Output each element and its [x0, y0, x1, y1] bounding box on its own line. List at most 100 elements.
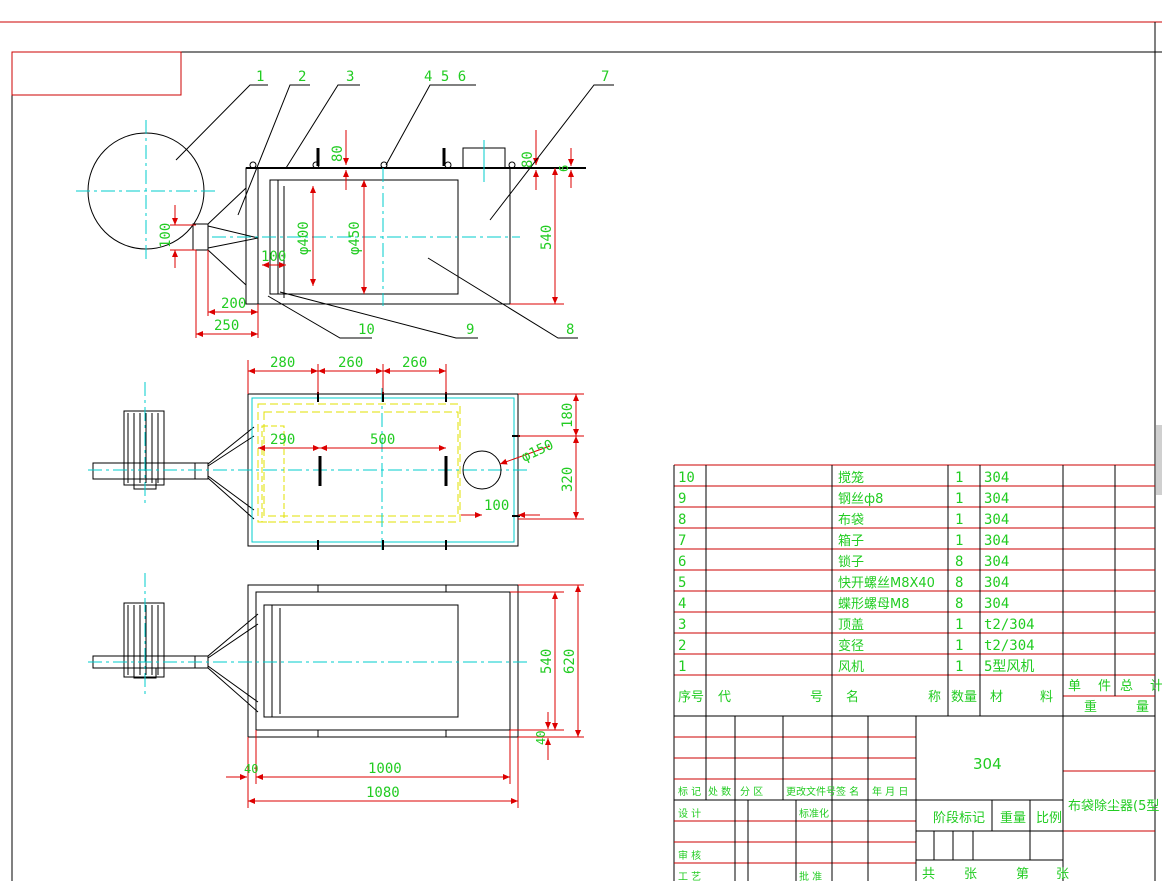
bom-header-total: 总	[1120, 679, 1133, 694]
bom-row-qty: 1	[955, 533, 963, 549]
row-approve: 批 准	[799, 870, 822, 881]
bom-header-weight-b: 量	[1136, 700, 1149, 715]
bom-row-material: t2/304	[984, 617, 1035, 633]
bom-row-name: 变径	[838, 638, 864, 654]
revision-label: 签 名	[836, 785, 859, 798]
front-view: 540 620 40 40 1000 1080	[88, 573, 584, 808]
bom-row-qty: 1	[955, 491, 963, 507]
bom-row-no: 2	[678, 638, 686, 654]
bom-header-material-a: 材	[990, 690, 1003, 705]
bom-row-qty: 8	[955, 575, 963, 591]
bom-row-qty: 8	[955, 554, 963, 570]
bom-row-name: 风机	[838, 660, 864, 675]
vertical-scrollbar-thumb[interactable]	[1156, 425, 1162, 495]
revision-label: 分 区	[740, 786, 763, 798]
bom-row-name: 顶盖	[838, 618, 864, 633]
row-craft: 工 艺	[678, 871, 701, 881]
dim-80-left: 80	[330, 145, 346, 162]
bom-row-no: 5	[678, 575, 686, 591]
bom-row-material: 304	[984, 596, 1009, 612]
bom-header-piece: 件	[1098, 679, 1111, 694]
bom-row-qty: 1	[955, 470, 963, 486]
bom-row-material: 304	[984, 533, 1009, 549]
dim-1080: 1080	[366, 785, 400, 801]
bom-row-name: 搅笼	[838, 470, 864, 486]
dim-40-vertical: 40	[534, 731, 548, 745]
bom-header-name-a: 名	[846, 689, 859, 705]
callout-9: 9	[466, 322, 474, 338]
dim-540-front: 540	[539, 649, 555, 674]
stage-mark-label: 阶段标记	[933, 811, 985, 826]
title-block: 标 记处 数分 区 更改文件号签 名年 月 日 设 计 标准化 审 核 工 艺 批…	[674, 716, 1159, 881]
bom-row-qty: 1	[955, 638, 963, 654]
dim-260-b: 260	[402, 355, 427, 371]
bom-row-no: 1	[678, 659, 686, 675]
bom-row-material: t2/304	[984, 638, 1035, 654]
dim-100-top: 100	[484, 498, 509, 514]
dim-200: 200	[221, 296, 246, 312]
bom-row-name: 蝶形螺母M8	[838, 597, 910, 612]
dim-phi450: φ450	[347, 221, 363, 255]
bom-header-calc: 计	[1150, 679, 1162, 694]
row-standard: 标准化	[799, 807, 829, 820]
bom-row-no: 6	[678, 554, 686, 570]
bom-row-name: 锁子	[838, 554, 864, 570]
row-review: 审 核	[678, 849, 701, 862]
bill-of-materials: 10 搅笼 1 304 9 钢丝ф8 1 304 8 布袋 1 304 7 箱子 1 304 6 锁子 8 304 5 快…	[673, 464, 1162, 881]
bom-row-name: 钢丝ф8	[838, 492, 883, 507]
bom-row-qty: 1	[955, 617, 963, 633]
callout-7: 7	[601, 69, 609, 85]
bom-row-no: 7	[678, 533, 686, 549]
dim-250: 250	[214, 318, 239, 334]
drawing-frame	[0, 21, 1162, 881]
dim-80-right: 80	[520, 151, 536, 168]
bom-header-material-b: 料	[1040, 690, 1053, 705]
bom-row-material: 5型风机	[984, 659, 1034, 675]
bom-row-qty: 1	[955, 512, 963, 528]
dim-290: 290	[270, 432, 295, 448]
revision-label: 处 数	[708, 785, 731, 798]
dim-180: 180	[560, 403, 576, 428]
row-design: 设 计	[678, 807, 701, 820]
dim-260-a: 260	[338, 355, 363, 371]
bom-row-material: 304	[984, 491, 1009, 507]
bom-row-qty: 1	[955, 659, 963, 675]
bom-header-code-a: 代	[718, 690, 731, 705]
sheet-no-label: 第	[1016, 867, 1029, 881]
dim-100-vertical: 100	[158, 223, 174, 248]
dim-phi150: φ150	[519, 437, 556, 466]
bom-row-no: 9	[678, 491, 686, 507]
dim-620: 620	[562, 649, 578, 674]
bom-row-no: 10	[678, 470, 695, 486]
bom-header-code-b: 号	[810, 690, 823, 705]
sheet-unit-label: 张	[1056, 867, 1069, 881]
dim-540-side: 540	[539, 225, 555, 250]
bom-row-no: 4	[678, 596, 686, 612]
dim-phi400: φ400	[296, 221, 312, 255]
revision-label: 年 月 日	[872, 785, 908, 798]
callout-2: 2	[298, 69, 306, 85]
bom-row-name: 快开螺丝M8X40	[838, 576, 935, 591]
bom-header-no: 序号	[678, 690, 704, 705]
callout-10: 10	[358, 322, 375, 338]
dim-40-horizontal: 40	[244, 762, 258, 776]
bom-row-name: 箱子	[838, 533, 864, 549]
callout-4-5-6: 4 5 6	[424, 69, 466, 85]
bom-row-material: 304	[984, 512, 1009, 528]
drawing-title: 布袋除尘器(5型	[1068, 799, 1159, 814]
dim-6: 6	[557, 165, 571, 172]
bom-header-single: 单	[1068, 679, 1081, 694]
bom-row-qty: 8	[955, 596, 963, 612]
side-view: 1 2 3 4 5 6 7 8 9 10 80 80 6 100 100 φ40…	[76, 69, 614, 339]
title-block-material: 304	[973, 755, 1002, 773]
dim-1000: 1000	[368, 761, 402, 777]
revision-label: 标 记	[678, 786, 701, 798]
callout-1: 1	[256, 69, 264, 85]
bom-header-qty: 数量	[951, 690, 977, 705]
bom-row-no: 8	[678, 512, 686, 528]
top-view: 280 260 260 290 500 φ150 100 180 320	[88, 355, 584, 550]
revision-label: 更改文件号	[786, 785, 836, 798]
bom-row-name: 布袋	[838, 513, 864, 528]
bom-row-material: 304	[984, 575, 1009, 591]
